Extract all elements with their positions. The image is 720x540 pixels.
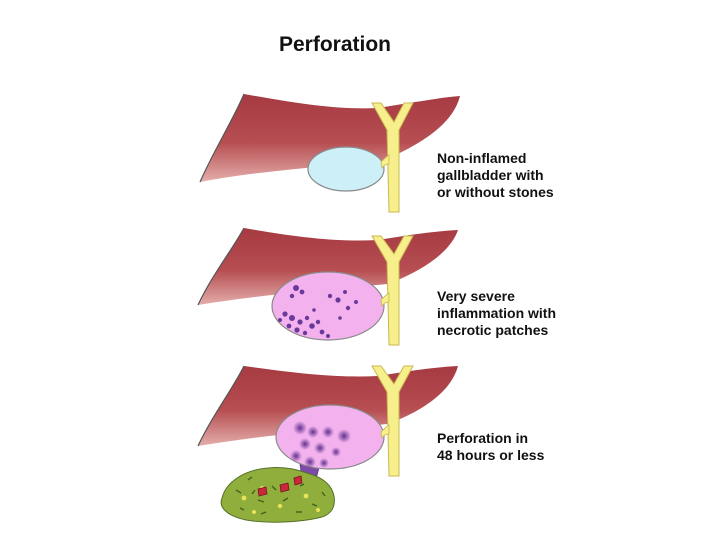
caption-stage-2: Very severe inflammation with necrotic p… [437, 288, 556, 339]
pericholecystic-abscess [221, 467, 334, 522]
caption-line: or without stones [437, 184, 554, 201]
caption-stage-3: Perforation in 48 hours or less [437, 430, 544, 464]
stage-3 [198, 366, 458, 522]
caption-line: Non-inflamed [437, 150, 554, 167]
stage-2 [198, 228, 458, 345]
stage-1 [200, 94, 460, 212]
caption-stage-1: Non-inflamed gallbladder with or without… [437, 150, 554, 201]
caption-line: gallbladder with [437, 167, 554, 184]
caption-line: Very severe [437, 288, 556, 305]
caption-line: 48 hours or less [437, 447, 544, 464]
gallbladder-inflamed [272, 272, 384, 340]
caption-line: Perforation in [437, 430, 544, 447]
caption-line: necrotic patches [437, 322, 556, 339]
caption-line: inflammation with [437, 305, 556, 322]
gallbladder-normal [308, 147, 384, 191]
